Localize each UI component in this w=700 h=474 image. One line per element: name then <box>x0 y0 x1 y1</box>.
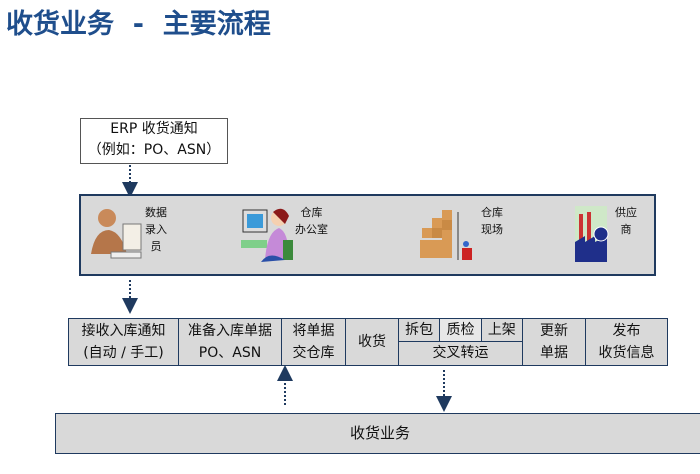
role-label: 商 <box>620 223 632 236</box>
supplier-factory-icon <box>575 206 609 262</box>
step-hand-over-docs: 将单据交仓库 <box>282 319 346 365</box>
role-label: 仓库 <box>481 206 503 219</box>
process-steps: 接收入库通知 (自动 / 手工) 准备入库单据 PO、ASN 将单据交仓库 收货 拆… <box>68 318 668 366</box>
step-receive: 收货 <box>346 319 399 365</box>
step-line: 接收入库通知 <box>81 323 166 339</box>
receiving-business-bar: 收货业务 <box>55 413 700 454</box>
step-publish-info: 发布收货信息 <box>586 319 667 365</box>
role-label: 数据 <box>145 206 167 219</box>
step-prepare-docs: 准备入库单据 PO、ASN <box>179 319 282 365</box>
step-putaway: 上架 <box>487 322 516 338</box>
step-receive-notice: 接收入库通知 (自动 / 手工) <box>69 319 179 365</box>
step-line: PO、ASN <box>198 345 262 361</box>
step-line: (自动 / 手工) <box>83 345 164 361</box>
step-line: 准备入库单据 <box>188 323 272 339</box>
step-line: 发布 <box>612 323 641 339</box>
page-title: 收货业务 - 主要流程 <box>6 9 271 40</box>
role-label: 录入 <box>145 223 167 236</box>
data-entry-clerk-icon <box>91 209 142 259</box>
step-line: 单据 <box>540 345 568 361</box>
step-line: 更新 <box>540 323 568 339</box>
role-label: 现场 <box>481 223 503 236</box>
office-worker-icon <box>241 208 293 262</box>
roles-panel: 数据录入员 仓库办公室 仓库现场 供应商 <box>79 194 656 276</box>
role-label: 办公室 <box>295 223 328 236</box>
step-line: 收货 <box>358 334 386 350</box>
step-line: 收货信息 <box>598 345 655 361</box>
role-label: 供应 <box>615 206 637 219</box>
step-cross-dock: 交叉转运 <box>432 345 489 361</box>
role-label: 员 <box>150 240 162 253</box>
step-line: 将单据 <box>292 323 335 339</box>
step-handling: 拆包质检上架 交叉转运 <box>399 319 523 365</box>
step-line: 交仓库 <box>292 345 335 361</box>
erp-line1: ERP 收货通知 <box>110 121 198 137</box>
erp-notice-box: ERP 收货通知 （例如：PO、ASN） <box>80 118 228 164</box>
step-unpack: 拆包 <box>399 319 441 341</box>
step-update-docs: 更新单据 <box>523 319 586 365</box>
warehouse-forklift-icon <box>420 210 472 260</box>
erp-line2: （例如：PO、ASN） <box>87 142 221 158</box>
step-inspect: 质检 <box>440 319 482 341</box>
role-label: 仓库 <box>300 206 323 219</box>
